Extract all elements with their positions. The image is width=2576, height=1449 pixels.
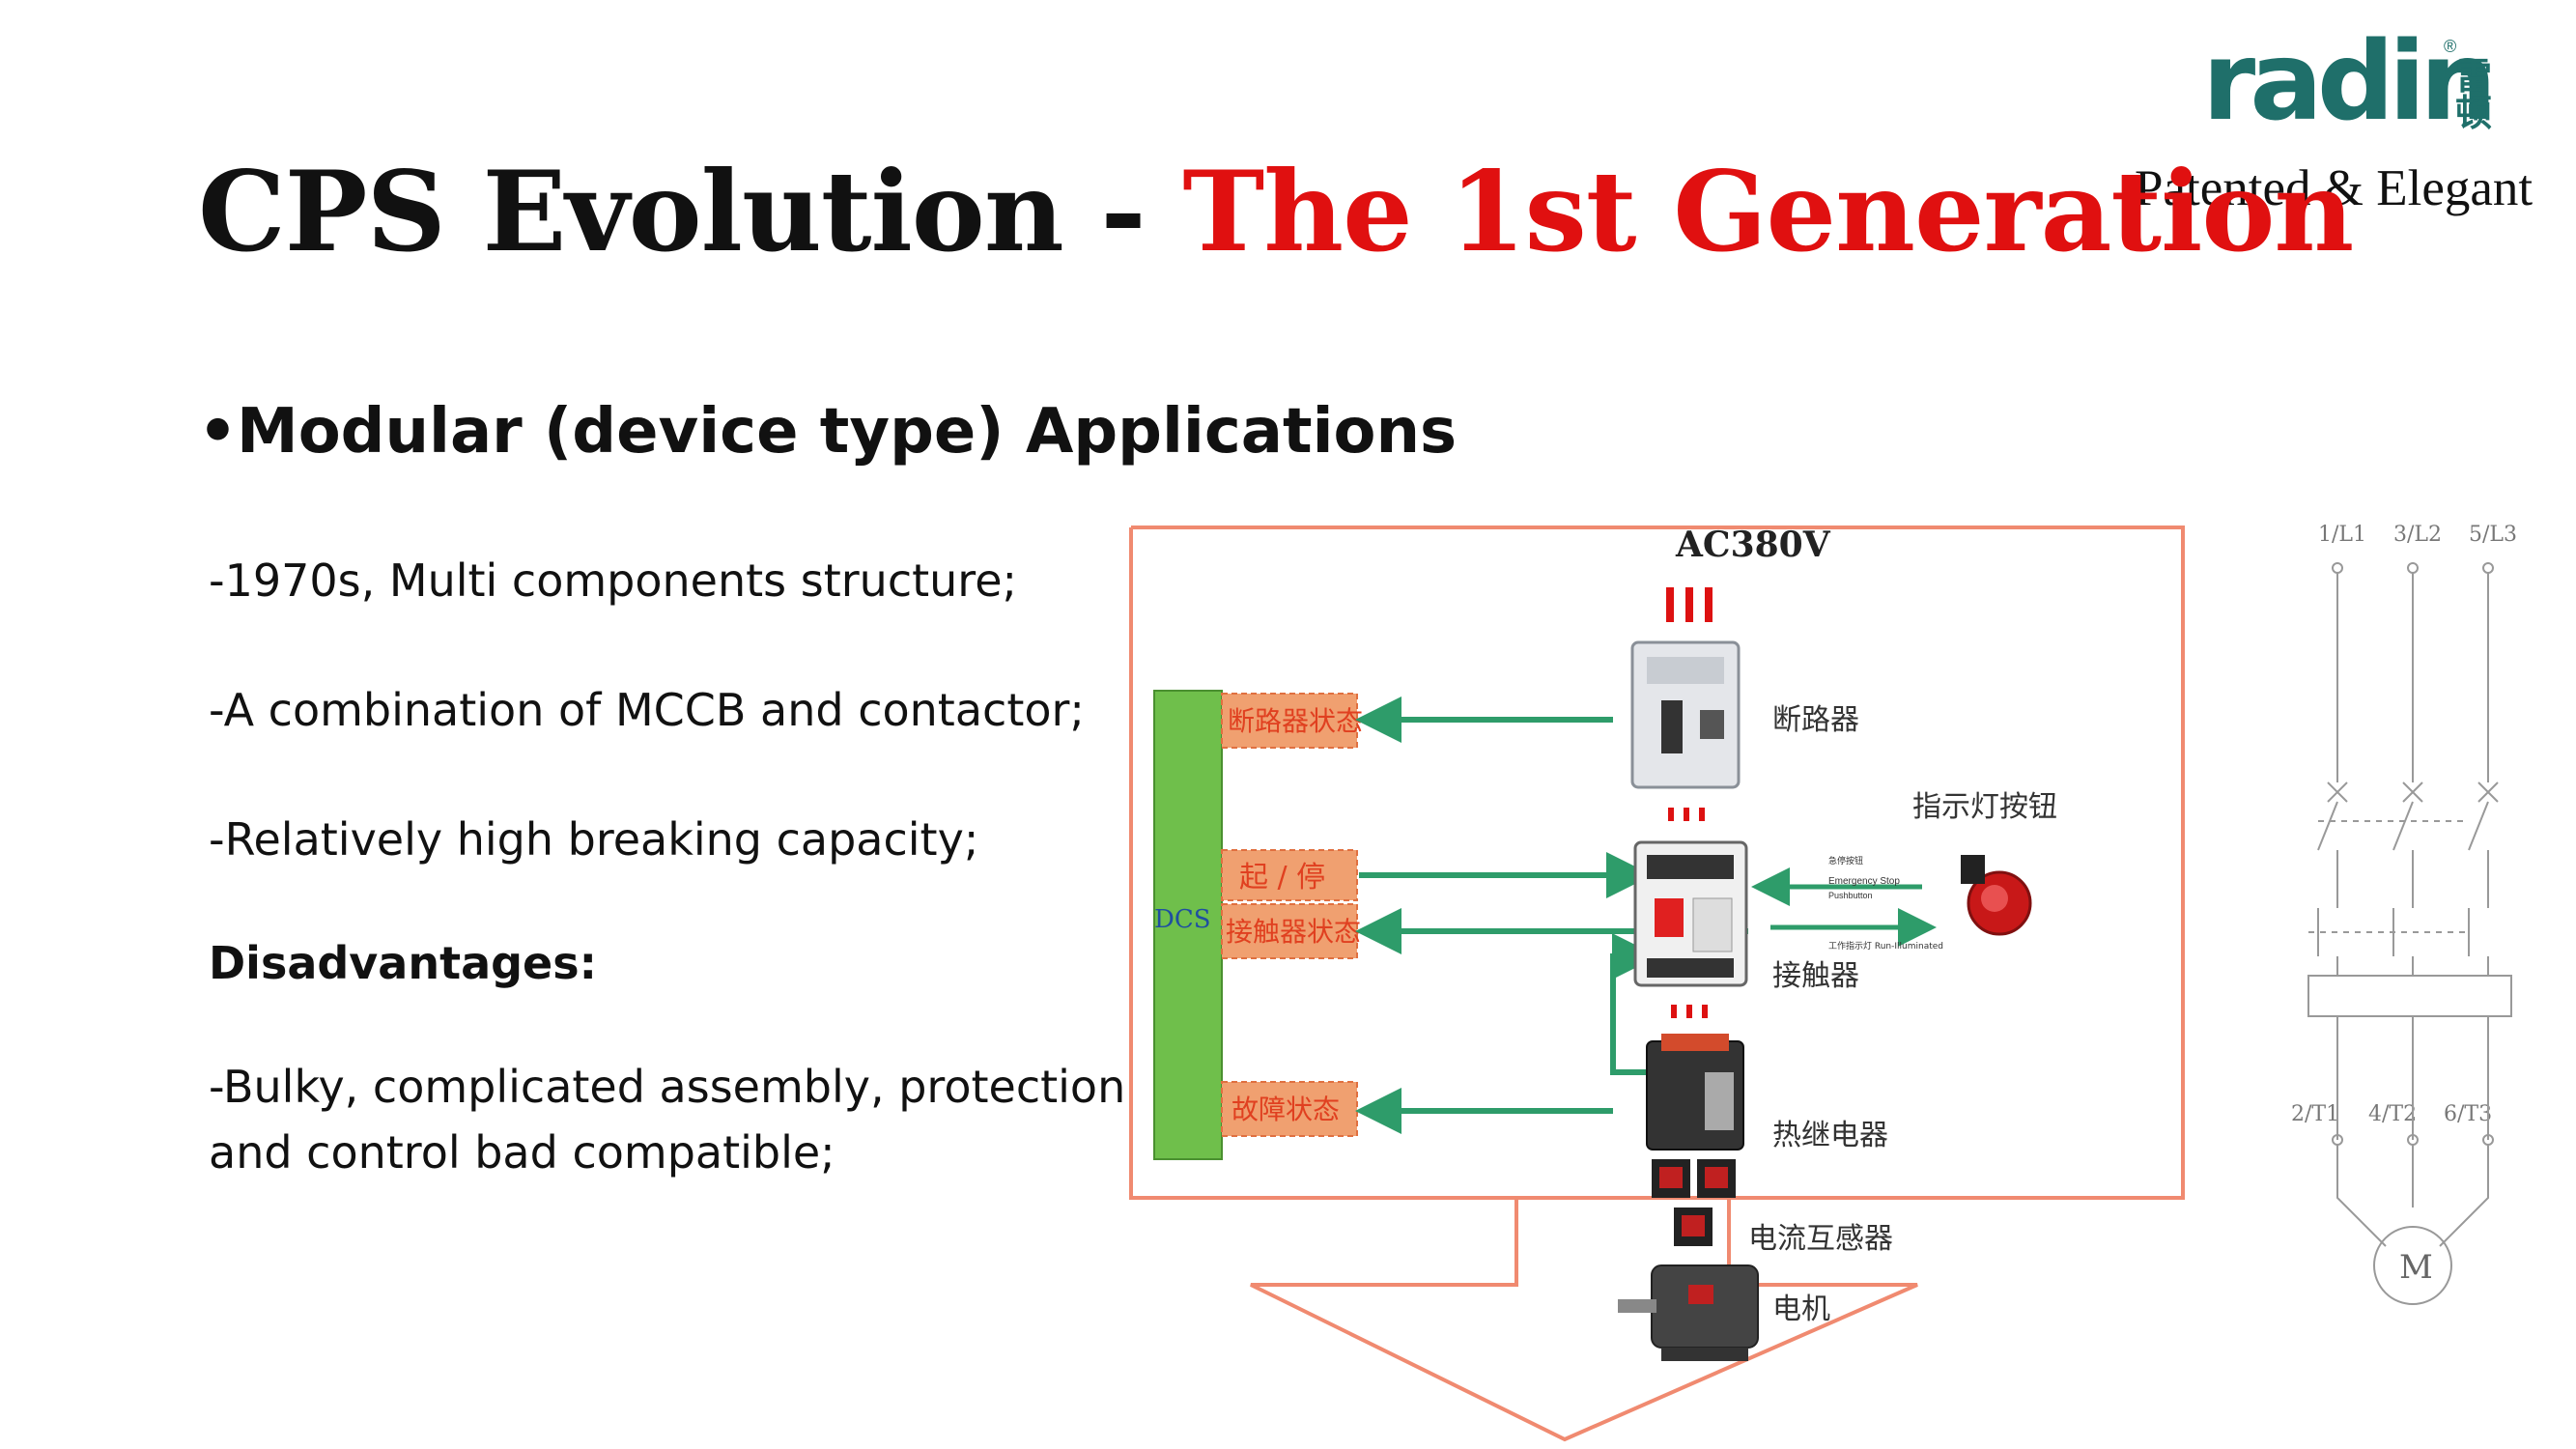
slide-title: CPS Evolution - The 1st Generation	[198, 147, 2354, 276]
box-breaker-status	[1221, 693, 1358, 749]
text-start-stop: 起 / 停	[1239, 861, 1325, 895]
box-start-stop	[1221, 849, 1358, 901]
box-contactor-status	[1221, 903, 1358, 959]
note-emergency-en1: Emergency Stop	[1828, 876, 1900, 887]
label-contactor: 接触器	[1772, 959, 1859, 993]
terminal-4-T2: 4/T2	[2368, 1102, 2417, 1126]
motor-symbol-label: M	[2399, 1248, 2433, 1287]
logo-wordmark: radin	[2202, 19, 2497, 145]
label-breaker: 断路器	[1772, 703, 1859, 737]
box-fault-status	[1221, 1081, 1358, 1137]
title-red-part: The 1st Generation	[1182, 147, 2354, 276]
terminal-1-L1: 1/L1	[2318, 523, 2366, 547]
disadvantages-heading: Disadvantages:	[209, 937, 598, 989]
text-fault-status: 故障状态	[1231, 1094, 1340, 1125]
text-breaker-status: 断路器状态	[1228, 705, 1363, 737]
current-transformer-device	[1652, 1159, 1736, 1246]
bullet-heading: •Modular (device type) Applications	[198, 396, 1457, 468]
title-black-part: CPS Evolution -	[198, 147, 1183, 276]
feedback-loop	[1610, 933, 1658, 1075]
motor-symbol	[2373, 1226, 2452, 1305]
supply-label: AC380V	[1675, 525, 1831, 565]
text-line-combination: -A combination of MCCB and contactor;	[209, 684, 1085, 736]
thermal-relay-device	[1646, 1034, 1744, 1151]
note-run-indicator: 工作指示灯 Run-Illuminated	[1828, 940, 1943, 952]
cps-block-diagram: AC380V DCS 断路器状态 起 / 停 接触器状态 故障状态 断路器 接触…	[1129, 525, 2185, 1442]
bullet-dot: •	[198, 396, 238, 468]
label-thermal-relay: 热继电器	[1772, 1119, 1888, 1152]
note-emergency-cn: 急停按钮	[1828, 855, 1863, 867]
text-line-compatible: and control bad compatible;	[209, 1126, 835, 1179]
label-indicator-button: 指示灯按钮	[1912, 790, 2057, 824]
supply-dashes	[1666, 587, 1713, 622]
diagram-frame	[1131, 526, 2185, 1442]
terminal-3-L2: 3/L2	[2393, 523, 2442, 547]
note-emergency-en2: Pushbutton	[1828, 891, 1873, 900]
logo-chinese: 雷顿	[2455, 55, 2493, 134]
terminal-5-L3: 5/L3	[2469, 523, 2517, 547]
dashes-2	[1671, 1005, 1708, 1018]
dcs-label: DCS	[1154, 905, 1211, 934]
motor-device	[1618, 1264, 1759, 1361]
label-motor: 电机	[1772, 1293, 1830, 1326]
bullet-text: Modular (device type) Applications	[237, 396, 1458, 468]
text-contactor-status: 接触器状态	[1226, 916, 1361, 948]
text-line-bulky: -Bulky, complicated assembly, protection	[209, 1061, 1126, 1113]
contactor-device	[1633, 840, 1748, 987]
terminal-2-T1: 2/T1	[2291, 1102, 2339, 1126]
text-line-1970s: -1970s, Multi components structure;	[209, 554, 1018, 607]
electrical-schematic: 1/L1 3/L2 5/L3 2/T1 4/T2 6/T3 M	[2291, 523, 2517, 1305]
emergency-stop-icon	[1961, 855, 2032, 936]
dcs-bar	[1153, 690, 1223, 1160]
schematic-wiring	[2307, 562, 2512, 1305]
terminal-6-T3: 6/T3	[2444, 1102, 2492, 1126]
text-line-breaking-capacity: -Relatively high breaking capacity;	[209, 813, 979, 866]
registered-mark: ®	[2444, 37, 2457, 56]
label-current-transformer: 电流互感器	[1748, 1222, 1893, 1256]
brand-logo: radin ® 雷顿	[2202, 19, 2521, 145]
breaker-device	[1630, 640, 1741, 789]
dashes-1	[1668, 808, 1705, 821]
brand-slogan: Patented & Elegant	[2135, 160, 2534, 216]
